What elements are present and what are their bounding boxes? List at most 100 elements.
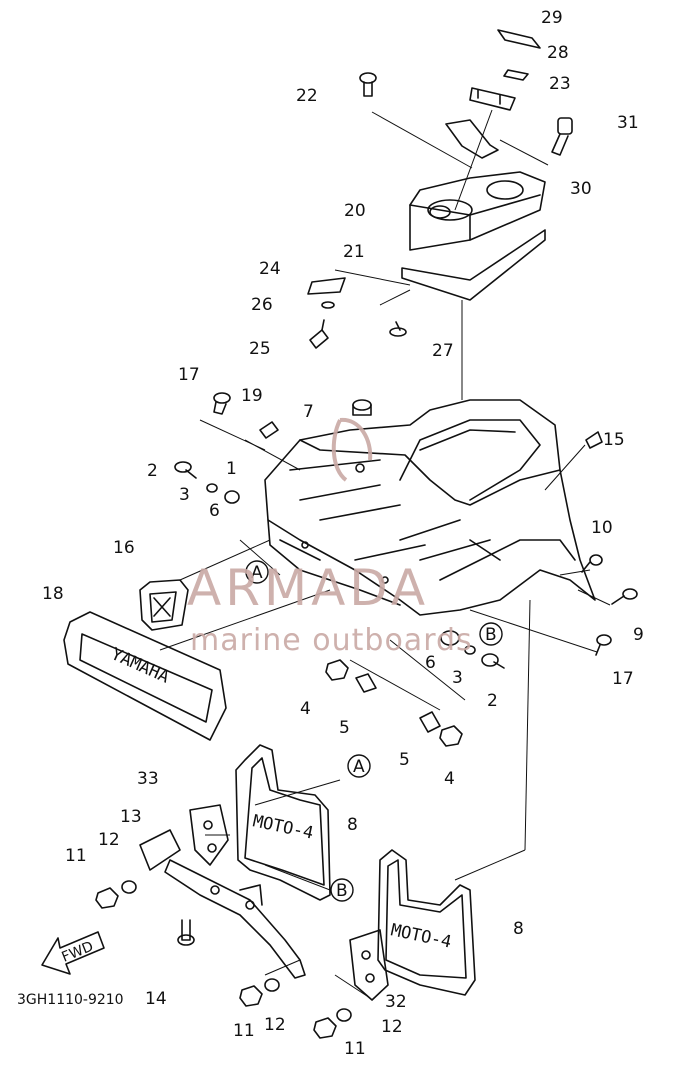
armada-watermark: ARMADA marine outboards bbox=[187, 417, 473, 658]
callout-4-left: 4 bbox=[300, 699, 311, 719]
svg-text:B: B bbox=[485, 625, 497, 645]
part-8-mudflap-left: MOTO-4 bbox=[235, 744, 331, 901]
part-17-bolt-right bbox=[595, 634, 612, 656]
part-22-bolt bbox=[359, 72, 377, 97]
callout-11-right: 11 bbox=[344, 1039, 366, 1059]
part-7-grommet bbox=[352, 399, 372, 416]
part-5-collar-right bbox=[419, 711, 441, 733]
callout-29: 29 bbox=[541, 8, 563, 28]
callout-23: 23 bbox=[549, 74, 571, 94]
callout-17-top: 17 bbox=[178, 365, 200, 385]
callout-17-right: 17 bbox=[612, 669, 634, 689]
callout-2-right: 2 bbox=[487, 691, 498, 711]
part-31-bolt bbox=[551, 117, 573, 156]
part-17-bolt-upper bbox=[213, 392, 231, 415]
ref-a-lower: A bbox=[347, 754, 371, 778]
callout-31: 31 bbox=[617, 113, 639, 133]
part-6-washer-right bbox=[440, 630, 460, 646]
callout-1: 1 bbox=[226, 459, 237, 479]
callout-labels: 29 28 23 22 31 30 20 21 24 26 25 27 17 1… bbox=[42, 8, 644, 1059]
svg-text:B: B bbox=[336, 881, 348, 901]
part-4-nut-left bbox=[325, 659, 349, 681]
part-12-washer-right bbox=[336, 1008, 352, 1022]
part-11-nut-right bbox=[313, 1017, 337, 1039]
part-27-screw bbox=[389, 321, 407, 337]
part-8-mudflap-right: MOTO-4 bbox=[377, 849, 476, 996]
part-24-bracket bbox=[307, 277, 346, 295]
callout-30: 30 bbox=[570, 179, 592, 199]
part-14-bolt bbox=[177, 919, 195, 946]
callout-22: 22 bbox=[296, 86, 318, 106]
part-26-washer bbox=[321, 301, 335, 309]
part-9-bolt bbox=[611, 588, 638, 605]
part-5-collar-left bbox=[355, 673, 377, 693]
callout-6-left: 6 bbox=[209, 501, 220, 521]
part-16-reflector bbox=[139, 579, 189, 631]
mudflap-text-left: MOTO-4 bbox=[251, 811, 315, 843]
callout-28: 28 bbox=[547, 43, 569, 63]
callout-3-left: 3 bbox=[179, 485, 190, 505]
part-4-nut-right bbox=[439, 725, 463, 747]
callout-33: 33 bbox=[137, 769, 159, 789]
part-6-washer-left bbox=[224, 490, 240, 504]
part-19-bolt bbox=[259, 421, 279, 439]
callout-6-right: 6 bbox=[425, 653, 436, 673]
callout-27: 27 bbox=[432, 341, 454, 361]
callout-12-right: 12 bbox=[381, 1017, 403, 1037]
drawing-code: 3GH1110-9210 bbox=[17, 992, 124, 1008]
fwd-label: FWD bbox=[60, 939, 96, 966]
callout-9: 9 bbox=[633, 625, 644, 645]
part-11-nut-mid bbox=[239, 985, 263, 1007]
ref-b-upper: B bbox=[479, 622, 503, 646]
part-29-plate bbox=[497, 29, 541, 49]
callout-2-left: 2 bbox=[147, 461, 158, 481]
svg-text:A: A bbox=[353, 757, 365, 777]
callout-5-right: 5 bbox=[399, 750, 410, 770]
callout-11-mid: 11 bbox=[233, 1021, 255, 1041]
callout-12-left: 12 bbox=[98, 830, 120, 850]
callout-16: 16 bbox=[113, 538, 135, 558]
leader-lines bbox=[159, 109, 611, 999]
part-25-screw bbox=[309, 319, 329, 349]
callout-18: 18 bbox=[42, 584, 64, 604]
callout-11-left: 11 bbox=[65, 846, 87, 866]
emblem-text: YAMAHA bbox=[108, 644, 172, 687]
callout-12-mid: 12 bbox=[264, 1015, 286, 1035]
part-2-bolt-left bbox=[174, 461, 197, 479]
part-15-bolt bbox=[585, 431, 603, 449]
part-2-bolt-right bbox=[481, 653, 505, 669]
callout-15: 15 bbox=[603, 430, 625, 450]
part-13-stay bbox=[139, 829, 306, 979]
callout-20: 20 bbox=[344, 201, 366, 221]
callout-19: 19 bbox=[241, 386, 263, 406]
callout-24: 24 bbox=[259, 259, 281, 279]
watermark-tagline: marine outboards bbox=[190, 623, 473, 658]
part-30-stay bbox=[445, 119, 499, 159]
part-23-bracket bbox=[469, 87, 516, 111]
fwd-arrow-icon: FWD bbox=[41, 931, 105, 975]
callout-5-left: 5 bbox=[339, 718, 350, 738]
ref-b-lower: B bbox=[330, 878, 354, 902]
part-12-washer-mid bbox=[264, 978, 280, 992]
part-32-bracket bbox=[349, 929, 389, 1001]
callout-32: 32 bbox=[385, 992, 407, 1012]
part-28-clip bbox=[503, 69, 529, 81]
part-33-bracket bbox=[189, 804, 229, 866]
part-11-nut-left bbox=[95, 887, 119, 909]
callout-8-lower: 8 bbox=[513, 919, 524, 939]
mudflap-text-right: MOTO-4 bbox=[389, 920, 453, 952]
callout-4-right: 4 bbox=[444, 769, 455, 789]
part-20-headlight-housing bbox=[409, 171, 546, 251]
part-3-washer-right bbox=[464, 645, 476, 655]
callout-13: 13 bbox=[120, 807, 142, 827]
callout-8-upper: 8 bbox=[347, 815, 358, 835]
callout-14: 14 bbox=[145, 989, 167, 1009]
part-10-bolt bbox=[581, 554, 603, 573]
callout-25: 25 bbox=[249, 339, 271, 359]
callout-3-right: 3 bbox=[452, 668, 463, 688]
svg-text:A: A bbox=[251, 563, 263, 583]
callout-26: 26 bbox=[251, 295, 273, 315]
part-12-washer-left bbox=[121, 880, 137, 894]
part-21-gasket bbox=[401, 229, 546, 301]
